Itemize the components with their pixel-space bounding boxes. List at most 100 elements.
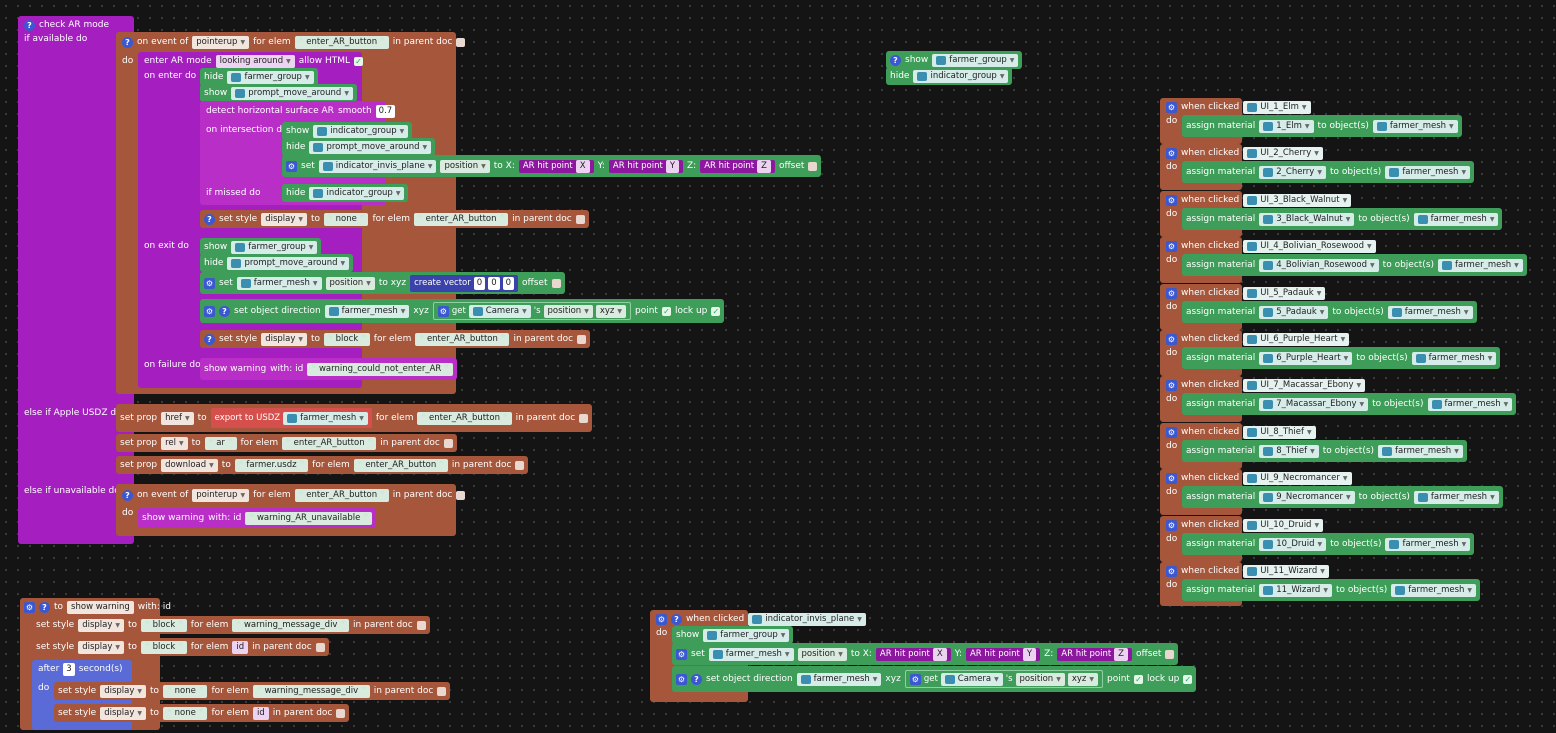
- gear-icon[interactable]: ⚙: [1166, 379, 1177, 391]
- object-dropdown[interactable]: farmer_mesh▼: [1438, 258, 1523, 272]
- elem-string[interactable]: ❝enter_AR_button❞: [353, 458, 448, 472]
- create-vector[interactable]: create vector 0 0 0: [410, 274, 519, 292]
- object-dropdown[interactable]: farmer_mesh▼: [324, 304, 410, 318]
- show-indicator-group[interactable]: show indicator_group▼: [282, 122, 413, 140]
- gear-icon[interactable]: ⚙: [1166, 240, 1177, 252]
- offset-checkbox[interactable]: [551, 278, 561, 288]
- parent-doc-checkbox[interactable]: [416, 620, 426, 630]
- enter-ar-mode-header[interactable]: enter AR mode looking around▼ allow HTML…: [144, 54, 364, 68]
- prop-dropdown[interactable]: href▼: [161, 411, 194, 425]
- material-dropdown[interactable]: 9_Necromancer▼: [1259, 490, 1355, 504]
- event-dropdown[interactable]: pointerup▼: [192, 488, 250, 502]
- gear-icon[interactable]: ⚙: [24, 601, 35, 613]
- export-to-usdz[interactable]: export to USDZ farmer_mesh▼: [210, 408, 372, 428]
- id-variable[interactable]: id: [253, 706, 269, 720]
- style-dropdown[interactable]: display▼: [261, 212, 308, 226]
- parent-doc-checkbox[interactable]: [577, 334, 587, 344]
- parent-doc-checkbox[interactable]: [456, 490, 466, 500]
- set-style-none[interactable]: ? set style display▼ to ❝none❞ for elem …: [200, 210, 589, 228]
- object-dropdown[interactable]: farmer_group▼: [231, 240, 318, 254]
- when-clicked-indicator-header[interactable]: ⚙ ? when clicked indicator_invis_plane▼: [652, 610, 870, 628]
- set-prop-download[interactable]: set prop download▼ to ❝farmer.usdz❞ for …: [116, 456, 529, 474]
- help-icon[interactable]: ?: [122, 36, 133, 48]
- gear-icon[interactable]: ⚙: [676, 673, 687, 685]
- show-warning-unavailable[interactable]: show warning with: id ❝warning_AR_unavai…: [138, 508, 376, 528]
- gear-icon[interactable]: ⚙: [1166, 194, 1177, 206]
- show-warning-failure[interactable]: show warning with: id ❝warning_could_not…: [200, 358, 457, 380]
- object-dropdown[interactable]: farmer_mesh▼: [1387, 305, 1473, 319]
- show-prompt[interactable]: show prompt_move_around▼: [200, 84, 357, 102]
- material-dropdown[interactable]: 8_Thief▼: [1259, 444, 1319, 458]
- material-dropdown[interactable]: 3_Black_Walnut▼: [1259, 212, 1355, 226]
- prop-dropdown[interactable]: rel▼: [161, 436, 188, 450]
- parent-doc-checkbox[interactable]: [443, 438, 453, 448]
- help-icon[interactable]: ?: [671, 613, 682, 625]
- gear-icon[interactable]: ⚙: [1166, 472, 1177, 484]
- elem-string[interactable]: ❝enter_AR_button❞: [417, 411, 512, 425]
- on-event-unavailable-header[interactable]: ? on event of pointerup▼ for elem ❝enter…: [118, 486, 469, 504]
- object-dropdown[interactable]: farmer_mesh▼: [708, 647, 794, 661]
- help-icon[interactable]: ?: [219, 305, 230, 317]
- smooth-input[interactable]: 0.7: [375, 104, 396, 118]
- material-dropdown[interactable]: 1_Elm▼: [1259, 119, 1314, 133]
- show-farmer-group-start[interactable]: ? show farmer_group▼: [886, 51, 1023, 69]
- show-farmer-group[interactable]: show farmer_group▼: [200, 238, 322, 256]
- object-dropdown[interactable]: farmer_mesh▼: [236, 276, 322, 290]
- object-dropdown[interactable]: indicator_group▼: [313, 124, 409, 138]
- object-dropdown[interactable]: farmer_mesh▼: [1378, 444, 1463, 458]
- function-name[interactable]: show warning: [67, 600, 134, 614]
- ui-object-dropdown[interactable]: UI_6_Purple_Heart▼: [1243, 332, 1350, 346]
- id-variable[interactable]: id: [232, 640, 249, 654]
- gear-icon[interactable]: ⚙: [1166, 101, 1177, 113]
- gear-icon[interactable]: ⚙: [676, 648, 687, 660]
- style-dropdown[interactable]: display▼: [261, 332, 308, 346]
- property-dropdown[interactable]: position▼: [797, 647, 847, 661]
- after-header[interactable]: after 3 second(s): [38, 662, 123, 676]
- set-farmer-position[interactable]: ⚙ set farmer_mesh▼ position▼ to xyz crea…: [200, 272, 565, 294]
- object-dropdown[interactable]: farmer_group▼: [703, 628, 790, 642]
- parent-doc-checkbox[interactable]: [315, 642, 325, 652]
- object-dropdown[interactable]: indicator_invis_plane▼: [748, 612, 866, 626]
- gear-icon[interactable]: ⚙: [1166, 426, 1177, 438]
- hide-prompt[interactable]: hide prompt_move_around▼: [282, 138, 436, 156]
- download-value[interactable]: ❝farmer.usdz❞: [234, 458, 309, 472]
- ui-object-dropdown[interactable]: UI_3_Black_Walnut▼: [1243, 193, 1352, 207]
- set-prop-href[interactable]: set prop href▼ to export to USDZ farmer_…: [116, 404, 593, 432]
- elem-string[interactable]: ❝enter_AR_button❞: [294, 488, 389, 502]
- event-dropdown[interactable]: pointerup▼: [192, 35, 250, 49]
- check-ar-mode-header[interactable]: ? check AR mode: [20, 16, 113, 34]
- material-dropdown[interactable]: 11_Wizard▼: [1259, 583, 1332, 597]
- set-style-none-id[interactable]: set style display▼ to ❝none❞ for elem id…: [54, 704, 350, 722]
- ui-object-dropdown[interactable]: UI_1_Elm▼: [1243, 100, 1311, 114]
- gear-icon[interactable]: ⚙: [204, 277, 215, 289]
- set-object-direction-click[interactable]: ⚙ ? set object direction farmer_mesh▼ xy…: [672, 666, 1197, 692]
- object-dropdown[interactable]: farmer_mesh▼: [1385, 165, 1471, 179]
- parent-doc-checkbox[interactable]: [579, 413, 589, 423]
- material-dropdown[interactable]: 6_Purple_Heart▼: [1259, 351, 1353, 365]
- style-value[interactable]: ❝none❞: [163, 706, 208, 720]
- set-farmer-hit-position[interactable]: ⚙ set farmer_mesh▼ position▼ to X: AR hi…: [672, 643, 1179, 665]
- show-farmer-group-click[interactable]: show farmer_group▼: [672, 626, 794, 644]
- help-icon[interactable]: ?: [24, 19, 35, 31]
- style-dropdown[interactable]: display▼: [100, 706, 147, 720]
- object-dropdown[interactable]: farmer_mesh▼: [1427, 397, 1513, 411]
- gear-icon[interactable]: ⚙: [286, 160, 297, 172]
- get-camera-position[interactable]: ⚙ get Camera▼ 's position▼ xyz▼: [904, 670, 1103, 688]
- ui-object-dropdown[interactable]: UI_4_Bolivian_Rosewood▼: [1243, 239, 1376, 253]
- elem-string[interactable]: ❝enter_AR_button❞: [414, 212, 509, 226]
